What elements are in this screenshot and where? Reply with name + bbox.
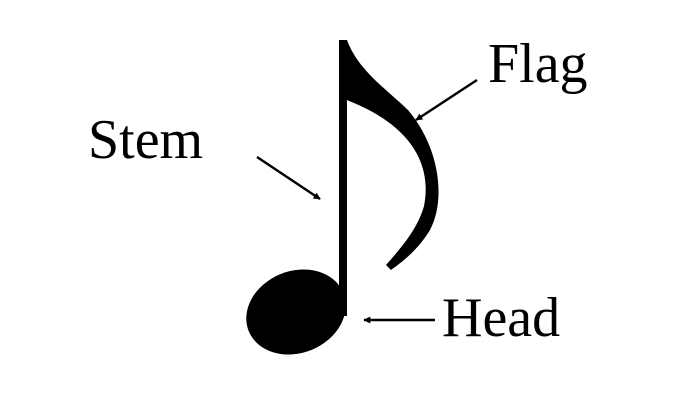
flag-label: Flag (488, 33, 588, 95)
flag-arrow (415, 78, 478, 122)
note-flag (339, 40, 439, 270)
note-stem (339, 40, 347, 316)
stem-label: Stem (88, 109, 203, 171)
stem-arrow (256, 155, 321, 201)
note-head (246, 269, 346, 355)
eighth-note-icon (246, 40, 439, 355)
head-label: Head (442, 287, 560, 349)
